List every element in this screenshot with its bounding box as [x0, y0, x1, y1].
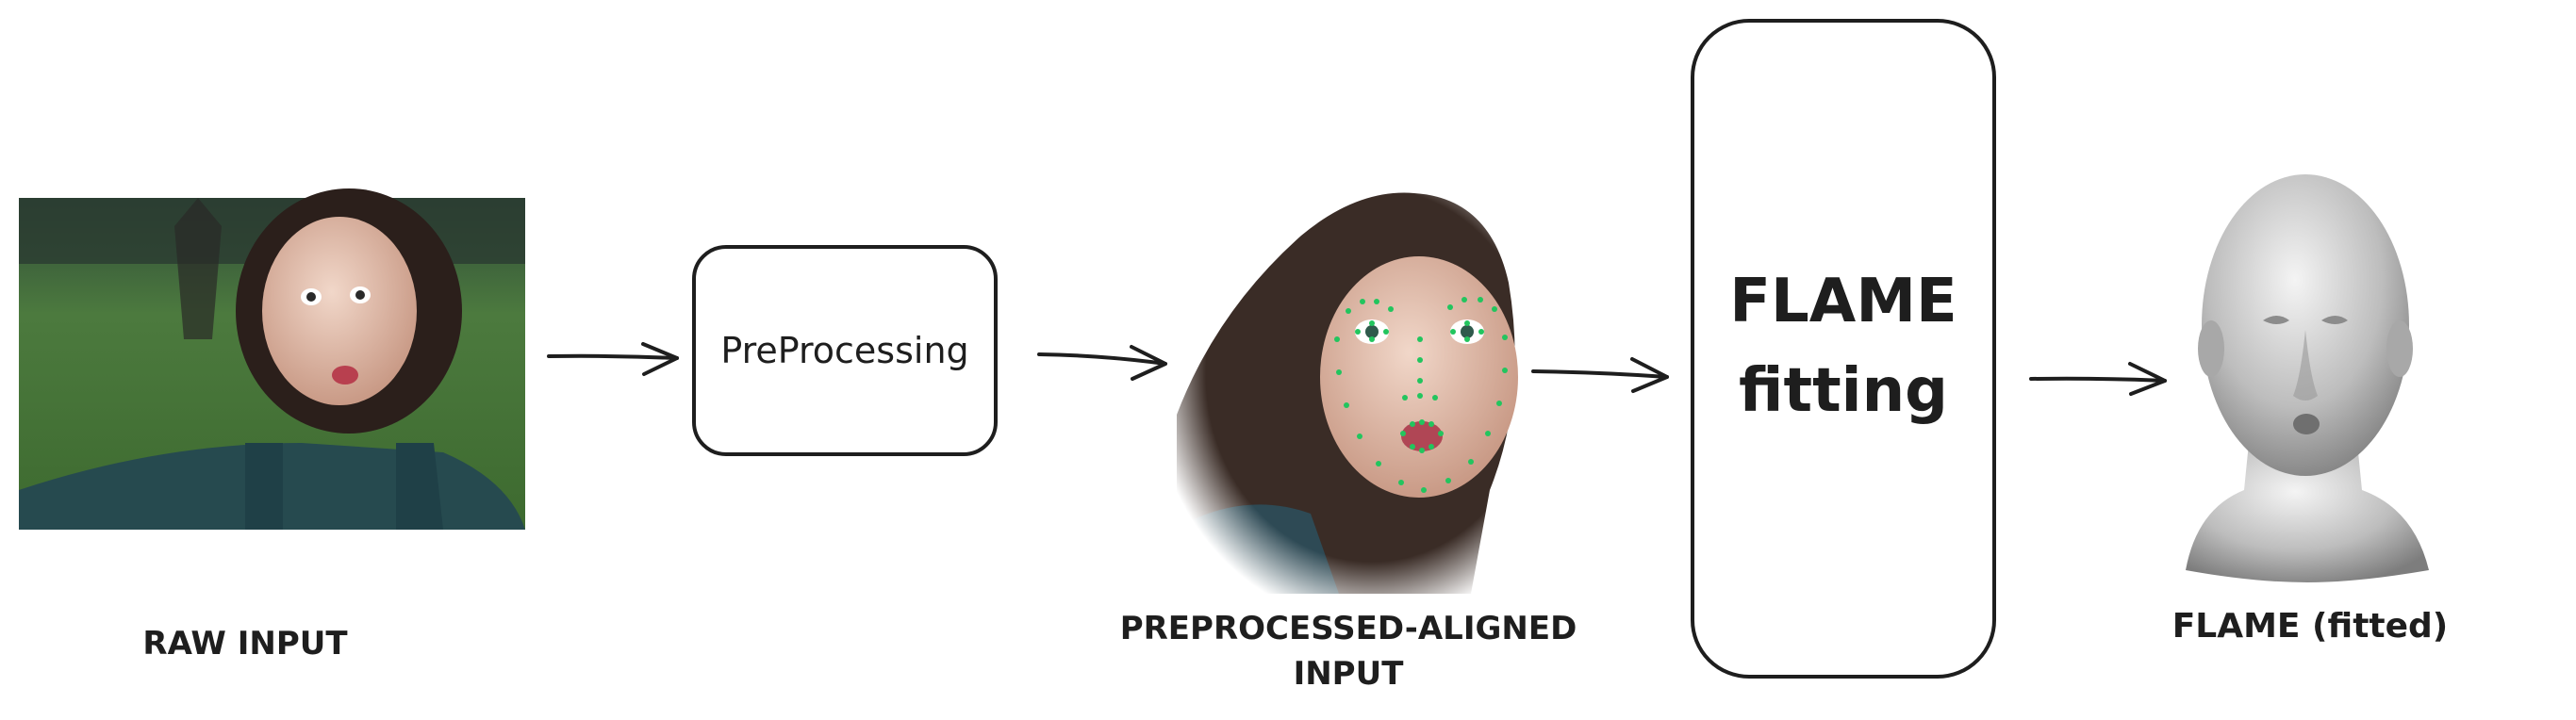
arrow-raw-to-preprocessing — [547, 342, 679, 376]
aligned-input-caption-line1: PREPROCESSED-ALIGNED — [1119, 610, 1577, 647]
preprocessing-box — [692, 245, 998, 456]
arrow-flame-fitting-to-fitted — [2029, 362, 2167, 396]
aligned-input-caption-line2: INPUT — [1293, 655, 1404, 693]
raw-input-caption: RAW INPUT — [142, 625, 348, 663]
preprocessing-label: PreProcessing — [720, 330, 969, 371]
flame-fitted-caption: FLAME (fitted) — [2171, 607, 2449, 646]
flame-fitting-line2: fitting — [1739, 356, 1948, 426]
flame-fitted-mesh — [2186, 174, 2429, 582]
aligned-input-image — [1169, 188, 1537, 603]
facial-landmarks — [1334, 297, 1508, 493]
flame-fitting-box — [1691, 19, 1996, 679]
arrow-aligned-to-flame-fitting — [1531, 357, 1669, 393]
arrow-preprocessing-to-aligned — [1037, 345, 1167, 381]
flame-fitting-line1: FLAME — [1729, 267, 1957, 336]
raw-input-image — [19, 188, 525, 530]
